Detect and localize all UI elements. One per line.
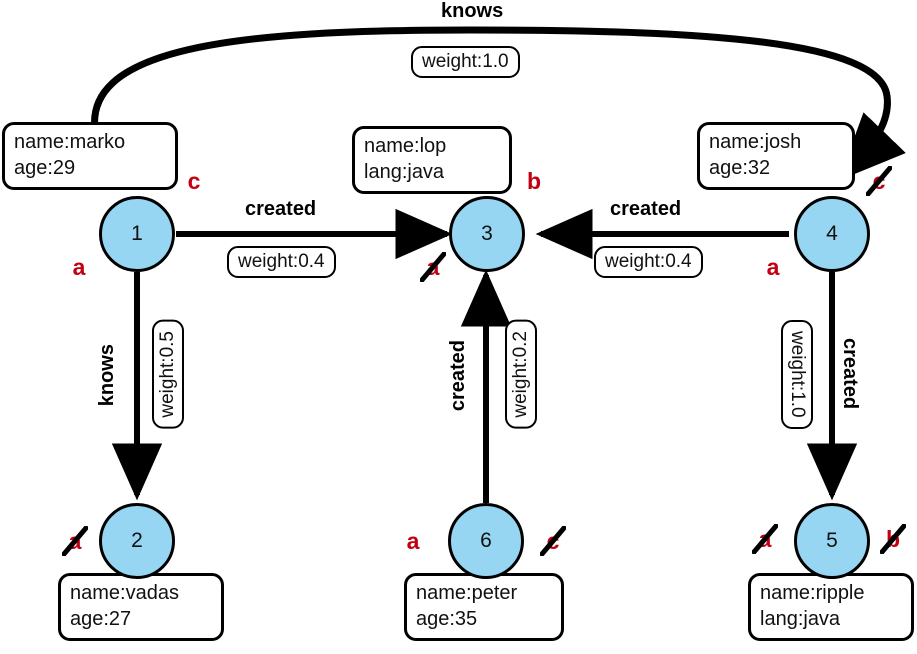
vertex-5[interactable]: 5 [794,503,870,579]
traverser-marker-a-vertex-6: a [400,526,426,556]
weight-box-created-6-3: weight:0.2 [505,320,537,429]
weight-box-created-4-3: weight:0.4 [594,246,703,278]
traverser-marker-a-vertex-1: a [66,252,92,282]
property-line: age:32 [709,156,771,179]
edge-label-created-4-5: created [839,338,861,410]
property-line: age:27 [70,607,132,630]
strikethrough-icon [866,166,892,196]
traverser-marker-c-struck-vertex-6: c [540,526,566,556]
property-box-vertex-2: name:vadas age:27 [58,573,224,642]
vertex-label: 5 [826,529,838,552]
vertex-label: 4 [826,222,838,245]
traverser-letter: a [72,253,86,280]
edge-label-created-4-3: created [610,198,682,220]
property-box-vertex-1: name:marko age:29 [2,122,178,191]
property-line: age:35 [416,607,478,630]
edge-label-knows-1-4: knows [441,0,504,22]
traverser-marker-b-vertex-3: b [521,166,547,196]
property-line: name:lop [364,135,447,157]
property-line: name:vadas [70,582,179,604]
vertex-label: 1 [131,222,143,245]
weight-box-knows-1-2: weight:0.5 [152,320,184,429]
property-line: name:ripple [760,582,865,604]
strikethrough-icon [420,252,446,282]
vertex-3[interactable]: 3 [449,196,525,272]
strikethrough-icon [880,524,906,554]
traverser-marker-c-struck-vertex-4: c [866,166,892,196]
edge-label-created-1-3: created [245,198,317,220]
vertex-4[interactable]: 4 [794,196,870,272]
traverser-marker-c-vertex-1: c [181,166,207,196]
property-line: age:29 [14,156,76,179]
property-line: name:josh [709,131,802,153]
weight-box-created-4-5: weight:1.0 [781,320,813,429]
property-box-vertex-3: name:lop lang:java [352,126,512,195]
traverser-letter: c [187,167,201,194]
edge-label-created-6-3: created [447,340,469,412]
vertex-1[interactable]: 1 [99,196,175,272]
traverser-marker-a-struck-vertex-3: a [420,252,446,282]
strikethrough-icon [540,526,566,556]
property-line: lang:java [364,160,445,183]
weight-box-created-1-3: weight:0.4 [227,246,336,278]
traverser-marker-a-vertex-4: a [760,252,786,282]
vertex-label: 6 [480,529,492,552]
traverser-marker-b-struck-vertex-5: b [880,524,906,554]
property-box-vertex-5: name:ripple lang:java [748,573,914,642]
traverser-letter: a [406,527,420,554]
traverser-letter: b [526,167,542,194]
vertex-label: 3 [481,222,493,245]
strikethrough-icon [62,526,88,556]
weight-box-knows-1-4: weight:1.0 [411,46,520,78]
property-box-vertex-4: name:josh age:32 [697,122,855,191]
property-line: lang:java [760,607,841,630]
strikethrough-icon [752,524,778,554]
edge-label-knows-1-2: knows [96,344,118,407]
traverser-letter: a [766,253,780,280]
property-box-vertex-6: name:peter age:35 [404,573,564,642]
property-line: name:peter [416,582,518,604]
vertex-6[interactable]: 6 [448,503,524,579]
traverser-marker-a-struck-vertex-2: a [62,526,88,556]
vertex-2[interactable]: 2 [99,503,175,579]
property-line: name:marko [14,131,126,153]
traverser-marker-a-struck-vertex-5: a [752,524,778,554]
edge-line-knows-1-4 [91,26,906,181]
vertex-label: 2 [131,529,143,552]
